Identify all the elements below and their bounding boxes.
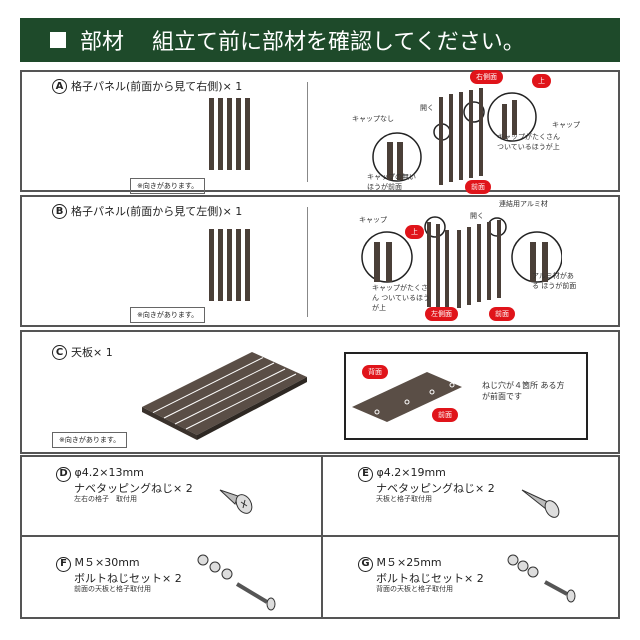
callout-cap-top: キャップがたくさん ついているほうが上 — [497, 133, 560, 151]
panel-illustration — [209, 229, 250, 301]
panel-detail-illustration — [361, 216, 562, 310]
callout-right-side: 右側面 — [470, 70, 503, 84]
part-name: ナベタッピングねじ× 2 — [376, 481, 495, 495]
section-header: 部材 組立て前に部材を確認してください。 — [20, 18, 620, 62]
divider — [321, 455, 323, 619]
part-size: M５×30mm — [74, 556, 140, 569]
letter-badge: E — [358, 466, 373, 482]
letter-badge: G — [358, 556, 373, 572]
callout-screw-holes: ねじ穴が４箇所 ある方が前面です — [482, 381, 565, 401]
part-e: E φ4.2×19mm ナベタッピングねじ× 2 天板と格子取付用 — [358, 466, 495, 503]
callout-left-side: 左側面 — [425, 307, 458, 321]
panel-illustration — [209, 98, 250, 170]
callout-open: 開く — [470, 212, 484, 220]
part-name: ボルトねじセット× 2 — [376, 571, 484, 585]
callout-top: 上 — [532, 74, 551, 88]
letter-badge: A — [52, 78, 67, 94]
top-board-detail-illustration — [352, 372, 462, 422]
part-c-box: C 天板× 1 ※向きがあります。 背面 前面 ねじ穴が４箇所 ある方が前面です — [20, 330, 620, 454]
part-c-label: C 天板× 1 — [52, 344, 113, 360]
callout-front: 前面 — [432, 408, 458, 422]
divider — [307, 82, 308, 182]
panel-detail-illustration — [372, 88, 537, 185]
callout-no-cap-front: キャップの無い ほうが前面 — [367, 173, 416, 191]
callout-front: 前面 — [489, 307, 515, 321]
bolt-set-icon — [507, 554, 576, 603]
part-name: ナベタッピングねじ× 2 — [74, 481, 193, 495]
divider — [307, 207, 308, 317]
part-usage: 天板と格子取付用 — [376, 494, 432, 503]
callout-no-cap: キャップなし — [352, 115, 394, 123]
orientation-note: ※向きがあります。 — [130, 178, 206, 194]
part-name: 格子パネル(前面から見て右側)× 1 — [71, 80, 243, 93]
callout-cap: キャップ — [359, 216, 387, 224]
part-b-box: B 格子パネル(前面から見て左側)× 1 ※向きがあります。 連結用アルミ材 開く… — [20, 195, 620, 327]
top-board-detail-frame — [344, 352, 588, 440]
orientation-note: ※向きがあります。 — [52, 432, 128, 448]
letter-badge: C — [52, 344, 67, 360]
callout-front: 前面 — [465, 180, 491, 194]
orientation-note: ※向きがあります。 — [130, 307, 206, 323]
callout-open: 開く — [420, 104, 434, 112]
part-name: 格子パネル(前面から見て左側)× 1 — [71, 205, 243, 218]
part-usage: 背面の天板と格子取付用 — [376, 584, 453, 593]
part-f: F M５×30mm ボルトねじセット× 2 前面の天板と格子取付用 — [56, 556, 182, 593]
part-size: φ4.2×19mm — [376, 466, 446, 479]
part-size: M５×25mm — [376, 556, 442, 569]
callout-cap: キャップ — [552, 121, 580, 129]
letter-badge: D — [56, 466, 71, 482]
callout-aluminum-front: アルミ材がある ほうが前面 — [532, 272, 577, 290]
part-size: φ4.2×13mm — [74, 466, 144, 479]
header-title: 部材 — [80, 30, 125, 55]
letter-badge: B — [52, 203, 67, 219]
top-board-illustration — [142, 352, 307, 440]
part-g: G M５×25mm ボルトねじセット× 2 背面の天板と格子取付用 — [358, 556, 484, 593]
bolt-set-icon — [197, 554, 276, 611]
callout-cap-top: キャップがたくさん ついているほうが上 — [372, 284, 431, 312]
hardware-grid — [20, 455, 620, 619]
part-usage: 前面の天板と格子取付用 — [74, 584, 151, 593]
tapping-screw-icon — [521, 489, 560, 518]
part-d: D φ4.2×13mm ナベタッピングねじ× 2 左右の格子 取付用 — [56, 466, 193, 503]
part-usage: 左右の格子 取付用 — [74, 494, 137, 503]
part-a-box: A 格子パネル(前面から見て右側)× 1 ※向きがあります。 右側面 上 開く キ… — [20, 70, 620, 194]
square-icon — [50, 32, 66, 48]
callout-aluminum: 連結用アルミ材 — [499, 200, 548, 208]
letter-badge: F — [56, 556, 71, 572]
part-a-label: A 格子パネル(前面から見て右側)× 1 — [52, 78, 242, 94]
part-name: 天板× 1 — [71, 346, 113, 359]
header-subtitle: 組立て前に部材を確認してください。 — [152, 30, 525, 55]
part-b-label: B 格子パネル(前面から見て左側)× 1 — [52, 203, 242, 219]
callout-back: 背面 — [362, 365, 388, 379]
tapping-screw-icon — [219, 489, 253, 514]
part-name: ボルトねじセット× 2 — [74, 571, 182, 585]
divider — [20, 535, 620, 537]
callout-top: 上 — [405, 225, 424, 239]
